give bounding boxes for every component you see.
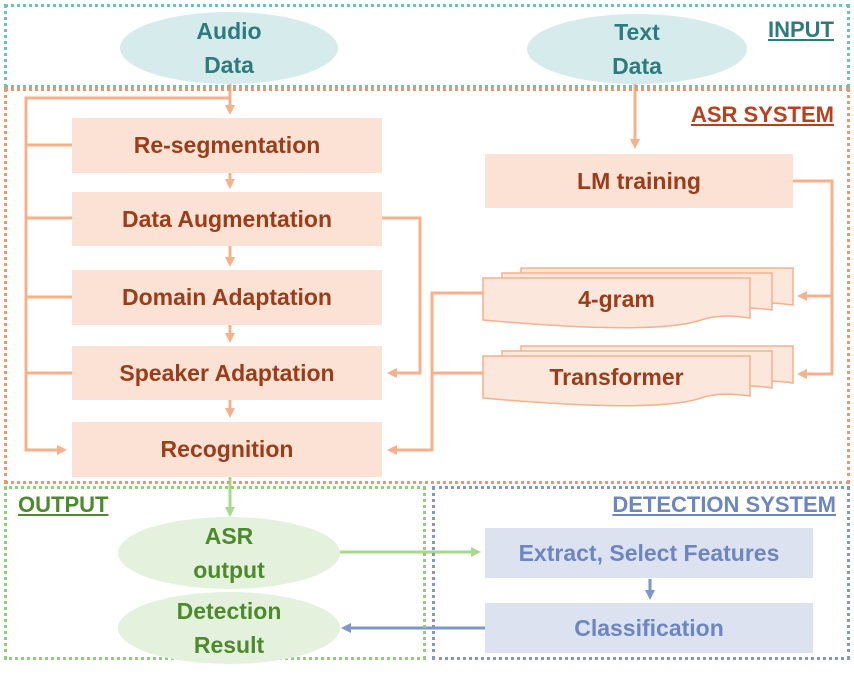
text-data-node: Text Data bbox=[527, 14, 747, 84]
asr-output-node: ASR output bbox=[118, 517, 340, 589]
text-data-line1: Text bbox=[614, 19, 660, 45]
input-title: INPUT bbox=[768, 17, 834, 42]
transformer-label: Transformer bbox=[549, 363, 684, 390]
detection-system-title: DETECTION SYSTEM bbox=[612, 492, 836, 517]
audio-data-line2: Data bbox=[204, 52, 254, 78]
text-data-line2: Data bbox=[612, 53, 662, 79]
recognition-box: Recognition bbox=[72, 422, 382, 477]
resegmentation-box: Re-segmentation bbox=[72, 118, 382, 173]
lm-training-box: LM training bbox=[485, 154, 793, 208]
arrow-lm-to-transformer bbox=[797, 296, 834, 379]
asr-output-line2: output bbox=[193, 557, 265, 583]
ngram-label: 4-gram bbox=[578, 285, 655, 312]
audio-data-line1: Audio bbox=[196, 18, 262, 44]
domain-adaptation-box: Domain Adaptation bbox=[72, 270, 382, 325]
input-region bbox=[4, 4, 850, 88]
asr-system-title: ASR SYSTEM bbox=[690, 102, 834, 127]
arrow-augment-to-speaker bbox=[382, 216, 422, 378]
speaker-adaptation-box: Speaker Adaptation bbox=[72, 346, 382, 400]
classification-box: Classification bbox=[485, 603, 813, 653]
asr-output-line1: ASR bbox=[204, 523, 254, 549]
detection-result-line2: Result bbox=[193, 632, 265, 658]
output-title: OUTPUT bbox=[18, 492, 109, 517]
audio-data-node: Audio Data bbox=[120, 12, 338, 84]
detection-result-node: Detection Result bbox=[118, 592, 340, 664]
arrow-lm-to-ngram bbox=[793, 179, 834, 301]
asr-system-region bbox=[4, 88, 850, 484]
skip-bus bbox=[24, 96, 230, 455]
extract-features-box: Extract, Select Features bbox=[485, 528, 813, 578]
data-augmentation-box: Data Augmentation bbox=[72, 192, 382, 246]
detection-system-region bbox=[432, 486, 850, 660]
detection-result-line1: Detection bbox=[176, 598, 282, 624]
